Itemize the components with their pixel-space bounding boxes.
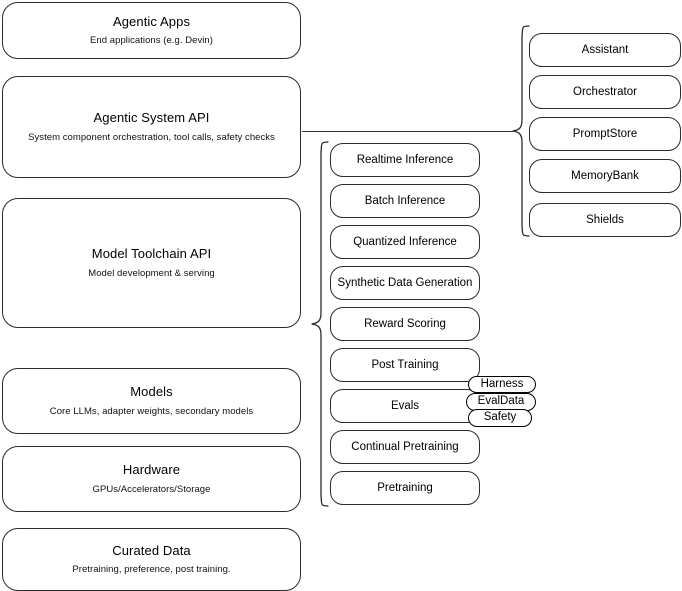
layer-title: Hardware (122, 462, 181, 478)
layer-title: Models (130, 384, 173, 400)
component-box-orchestrator[interactable]: Orchestrator (529, 75, 681, 109)
capability-label: Batch Inference (364, 194, 446, 207)
layer-title: Agentic Apps (112, 13, 191, 29)
component-box-shields[interactable]: Shields (529, 203, 681, 237)
layer-subtitle: Pretraining, preference, post training. (72, 564, 231, 576)
evals-pill-safety[interactable]: Safety (468, 409, 532, 427)
toolchain-capabilities-brace (311, 141, 329, 507)
evals-pill-harness[interactable]: Harness (468, 376, 536, 393)
component-label: PromptStore (572, 127, 638, 140)
capability-label: Evals (390, 399, 420, 412)
layer-title: Agentic System API (93, 110, 210, 126)
component-label: Orchestrator (573, 85, 637, 98)
capability-box-evals[interactable]: Evals (330, 389, 480, 423)
layer-subtitle: GPUs/Accelerators/Storage (92, 483, 211, 495)
capability-box-post-training[interactable]: Post Training (330, 348, 480, 382)
capability-label: Quantized Inference (353, 235, 457, 248)
component-label: MemoryBank (571, 169, 639, 182)
capability-box-quantized-inference[interactable]: Quantized Inference (330, 225, 480, 259)
capability-label: Realtime Inference (356, 153, 454, 166)
component-box-assistant[interactable]: Assistant (529, 33, 681, 67)
component-box-promptstore[interactable]: PromptStore (529, 117, 681, 151)
layer-title: Model Toolchain API (91, 246, 212, 262)
capability-label: Continual Pretraining (351, 440, 459, 453)
component-label: Assistant (581, 43, 629, 56)
capability-label: Synthetic Data Generation (337, 276, 473, 289)
capability-label: Reward Scoring (364, 317, 446, 330)
component-box-memorybank[interactable]: MemoryBank (529, 159, 681, 193)
component-label: Shields (586, 213, 624, 226)
layer-subtitle: End applications (e.g. Devin) (90, 35, 213, 47)
capability-box-pretraining[interactable]: Pretraining (330, 471, 480, 505)
capability-box-realtime-inference[interactable]: Realtime Inference (330, 143, 480, 177)
capability-label: Post Training (371, 358, 439, 371)
layer-subtitle: System component orchestration, tool cal… (28, 131, 275, 143)
layer-box-agentic-system-api[interactable]: Agentic System API System component orche… (2, 76, 301, 178)
capability-box-synthetic-data-generation[interactable]: Synthetic Data Generation (330, 266, 480, 300)
layer-subtitle: Core LLMs, adapter weights, secondary mo… (49, 405, 254, 417)
layer-box-model-toolchain-api[interactable]: Model Toolchain API Model development & s… (2, 198, 301, 328)
capability-label: Pretraining (377, 481, 433, 494)
capability-box-batch-inference[interactable]: Batch Inference (330, 184, 480, 218)
system-api-connector-line (302, 131, 513, 133)
layer-subtitle: Model development & serving (88, 267, 215, 279)
capability-box-reward-scoring[interactable]: Reward Scoring (330, 307, 480, 341)
layer-title: Curated Data (112, 542, 191, 558)
capability-box-continual-pretraining[interactable]: Continual Pretraining (330, 430, 480, 464)
